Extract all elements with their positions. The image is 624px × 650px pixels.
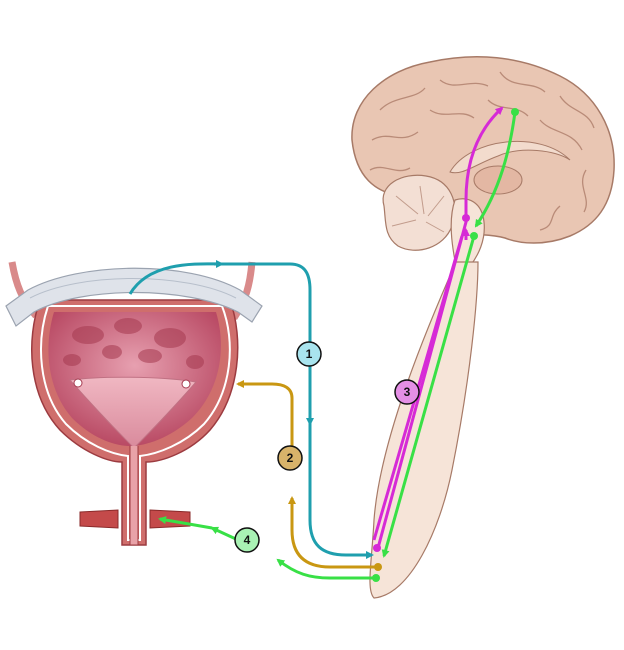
bladder-illustration [5,261,263,546]
brain-illustration [351,55,615,267]
badge-1-circle [296,341,322,367]
badge-2-label: 2 [287,451,294,465]
trigone [69,376,197,449]
urethra [129,446,139,546]
left-ureteric-orifice [73,378,83,388]
corpus-callosum [449,141,571,174]
right-ureter [231,261,256,320]
badge-2: 2 [277,445,303,471]
badge-3-label: 3 [404,385,411,399]
badge-1-label: 1 [306,347,313,361]
badge-3-circle [394,379,420,405]
pathway-3-line [376,106,504,549]
badge-4-circle [234,527,260,553]
external-sphincter [79,509,119,529]
pathway-4-line [474,111,517,228]
peritoneum [5,267,263,327]
badge-4: 4 [234,527,260,553]
pathway-2-line [288,496,378,569]
cerebellum [382,174,456,251]
pathway-1-line [128,262,374,559]
right-ureteric-orifice [181,379,191,389]
badge-3: 3 [394,379,420,405]
badge-2-circle [277,445,303,471]
badge-4-label: 4 [244,533,251,547]
badge-1: 1 [296,341,322,367]
